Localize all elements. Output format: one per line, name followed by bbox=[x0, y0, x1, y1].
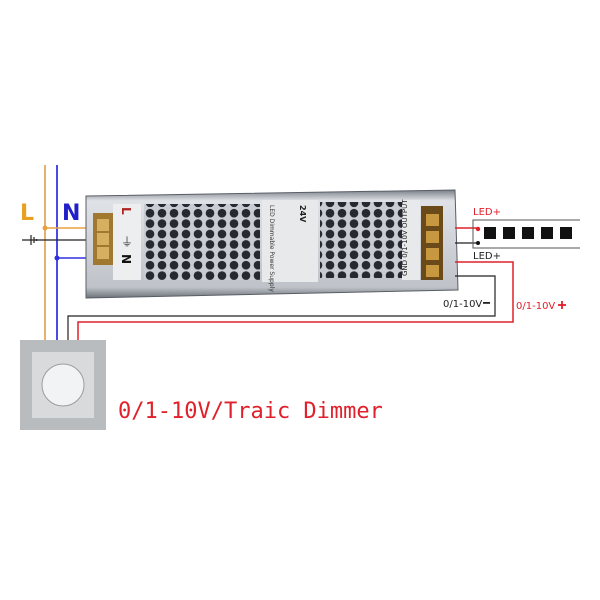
product-label bbox=[262, 200, 318, 282]
neutral-junction bbox=[54, 255, 60, 261]
led-plus-bottom-label: LED+ bbox=[473, 251, 501, 262]
dim-plus-label: 0/1-10V bbox=[516, 301, 555, 312]
dimmer-knob bbox=[41, 363, 85, 407]
power-supply: L ⏚ N LED Dimmable Power Supply 24V GND … bbox=[85, 189, 459, 299]
dim-minus-label: 0/1-10V bbox=[443, 299, 482, 310]
ground-icon bbox=[30, 235, 38, 245]
dim-negative-wire bbox=[67, 275, 496, 342]
svg-text:N: N bbox=[119, 254, 133, 264]
live-label: L bbox=[20, 201, 34, 226]
svg-text:LED Dimmable Power Supply: LED Dimmable Power Supply bbox=[268, 205, 275, 292]
plus-icon bbox=[558, 301, 566, 309]
svg-text:GND 0/1-10V OUTPUT: GND 0/1-10V OUTPUT bbox=[401, 199, 409, 276]
live-junction bbox=[42, 225, 48, 231]
minus-icon bbox=[483, 302, 490, 304]
dimmer-switch bbox=[20, 340, 106, 430]
led-strip bbox=[472, 219, 580, 249]
svg-text:24V: 24V bbox=[298, 205, 307, 223]
led-plus-top-label: LED+ bbox=[473, 207, 501, 218]
vent-grille-left bbox=[144, 204, 260, 280]
neutral-label: N bbox=[62, 201, 80, 226]
svg-text:L: L bbox=[119, 207, 133, 215]
svg-text:⏚: ⏚ bbox=[121, 235, 133, 249]
dimmer-title: 0/1-10V/Traic Dimmer bbox=[118, 399, 383, 424]
input-terminal-label bbox=[113, 204, 141, 280]
dim-positive-wire bbox=[77, 261, 514, 342]
output-label bbox=[402, 200, 420, 280]
